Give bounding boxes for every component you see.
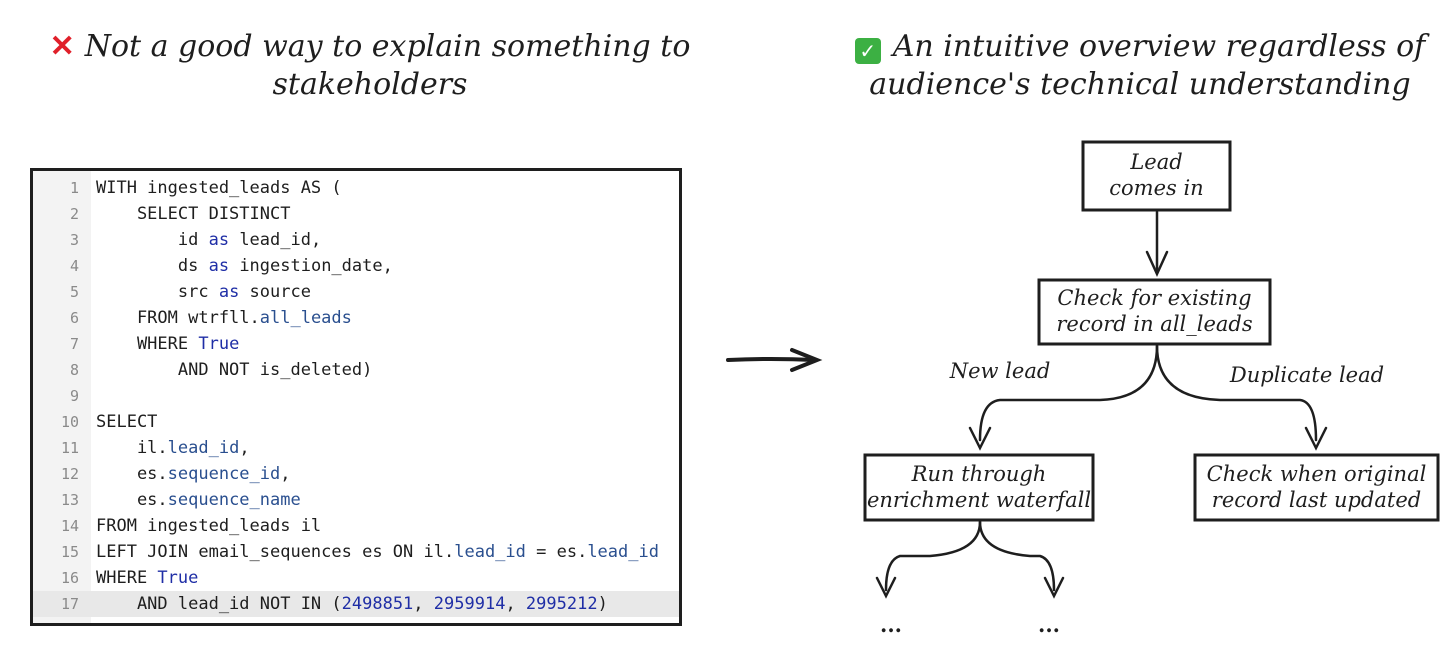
code-text: LEFT JOIN email_sequences es ON il.lead_… <box>96 542 659 562</box>
code-line: 9 <box>33 383 679 409</box>
line-number: 5 <box>69 283 79 301</box>
line-number: 12 <box>60 465 79 483</box>
node-lead-comes-in: Lead comes in <box>1083 149 1230 201</box>
code-line: 7 WHERE True <box>33 331 679 357</box>
code-text: WITH ingested_leads AS ( <box>96 178 342 198</box>
code-line: 15 LEFT JOIN email_sequences es ON il.lea… <box>33 539 679 565</box>
code-text: SELECT <box>96 412 158 432</box>
edge-label-duplicate-lead: Duplicate lead <box>1229 363 1385 387</box>
line-number: 17 <box>60 595 79 613</box>
code-line: 14 FROM ingested_leads il <box>33 513 679 539</box>
code-text: src as source <box>96 282 311 302</box>
code-line: 1 WITH ingested_leads AS ( <box>33 175 679 201</box>
edge-to-new-lead <box>978 344 1159 442</box>
code-text: ds as ingestion_date, <box>96 256 393 276</box>
node-check-existing: Check for existing record in all_leads <box>1039 285 1270 337</box>
code-text: es.sequence_id, <box>96 464 291 484</box>
arrowhead-check <box>1145 250 1169 278</box>
right-heading: ✓An intuitive overview regardless of aud… <box>850 28 1430 104</box>
code-line: 3 id as lead_id, <box>33 227 679 253</box>
node-check-original-line-2: record last updated <box>1211 488 1422 512</box>
edge-enrichment-left <box>884 520 982 592</box>
code-line: 5 src as source <box>33 279 679 305</box>
arrowhead-enrichment-left <box>875 576 897 599</box>
node-run-enrichment-line-1: Run through <box>911 462 1047 486</box>
line-number: 3 <box>69 231 79 249</box>
code-text: WHERE True <box>96 568 199 588</box>
node-check-original: Check when original record last updated <box>1195 461 1438 513</box>
line-number: 9 <box>69 387 79 405</box>
code-line: 13 es.sequence_name <box>33 487 679 513</box>
check-mark-icon: ✓ <box>854 38 881 64</box>
code-line: 6 FROM wtrfll.all_leads <box>33 305 679 331</box>
line-number: 10 <box>60 413 79 431</box>
code-line: 11 il.lead_id, <box>33 435 679 461</box>
cross-mark-icon: ✕ <box>49 29 75 64</box>
code-text: FROM wtrfll.all_leads <box>96 308 352 328</box>
line-number: 13 <box>60 491 79 509</box>
line-number: 1 <box>69 179 79 197</box>
line-number: 15 <box>60 543 79 561</box>
edge-to-duplicate-lead <box>1155 344 1318 442</box>
line-number: 16 <box>60 569 79 587</box>
left-heading: ✕ Not a good way to explain something to … <box>40 28 700 104</box>
code-line: 17 AND lead_id NOT IN (2498851, 2959914,… <box>33 591 679 617</box>
node-run-enrichment: Run through enrichment waterfall <box>865 461 1093 513</box>
line-number: 2 <box>69 205 79 223</box>
edge-enrichment-right <box>978 520 1056 592</box>
node-box-run-enrichment <box>863 453 1095 522</box>
code-line: 4 ds as ingestion_date, <box>33 253 679 279</box>
line-number: 14 <box>60 517 79 535</box>
node-box-check-existing <box>1037 278 1272 346</box>
code-line: 10 SELECT <box>33 409 679 435</box>
code-text: AND NOT is_deleted) <box>96 360 373 380</box>
line-number-gutter <box>33 171 91 623</box>
code-text: WHERE True <box>96 334 240 354</box>
node-box-check-original <box>1193 453 1440 522</box>
node-check-original-line-1: Check when original <box>1206 462 1427 486</box>
node-lead-comes-in-line-2: comes in <box>1109 176 1204 200</box>
line-number: 6 <box>69 309 79 327</box>
continuation-ellipsis-right: ... <box>1038 612 1060 637</box>
code-text: SELECT DISTINCT <box>96 204 291 224</box>
arrowhead-duplicate-lead <box>1304 426 1328 451</box>
code-line: 12 es.sequence_id, <box>33 461 679 487</box>
code-text: il.lead_id, <box>96 438 250 458</box>
sql-code-panel: 1 WITH ingested_leads AS ( 2 SELECT DISTIN… <box>30 168 682 626</box>
line-number: 4 <box>69 257 79 275</box>
line-number: 7 <box>69 335 79 353</box>
left-heading-text: Not a good way to explain something to s… <box>84 29 691 102</box>
arrowhead-new-lead <box>968 426 992 451</box>
code-line: 2 SELECT DISTINCT <box>33 201 679 227</box>
node-run-enrichment-line-2: enrichment waterfall <box>866 488 1092 512</box>
right-heading-text: An intuitive overview regardless of audi… <box>869 29 1426 102</box>
node-lead-comes-in-line-1: Lead <box>1130 150 1183 174</box>
node-check-existing-line-1: Check for existing <box>1057 286 1252 310</box>
line-number: 8 <box>69 361 79 379</box>
line-number: 11 <box>60 439 79 457</box>
arrowhead-enrichment-right <box>1043 576 1065 599</box>
code-text: FROM ingested_leads il <box>96 516 322 536</box>
code-text: AND lead_id NOT IN (2498851, 2959914, 29… <box>96 594 608 614</box>
continuation-ellipsis-left: ... <box>880 612 902 637</box>
node-check-existing-line-2: record in all_leads <box>1056 312 1253 336</box>
transition-arrow <box>726 348 823 372</box>
node-box-lead-comes-in <box>1081 140 1232 212</box>
code-line: 16 WHERE True <box>33 565 679 591</box>
code-line: 8 AND NOT is_deleted) <box>33 357 679 383</box>
code-text: id as lead_id, <box>96 230 322 250</box>
edge-label-new-lead: New lead <box>949 359 1051 383</box>
code-text: es.sequence_name <box>96 490 301 510</box>
